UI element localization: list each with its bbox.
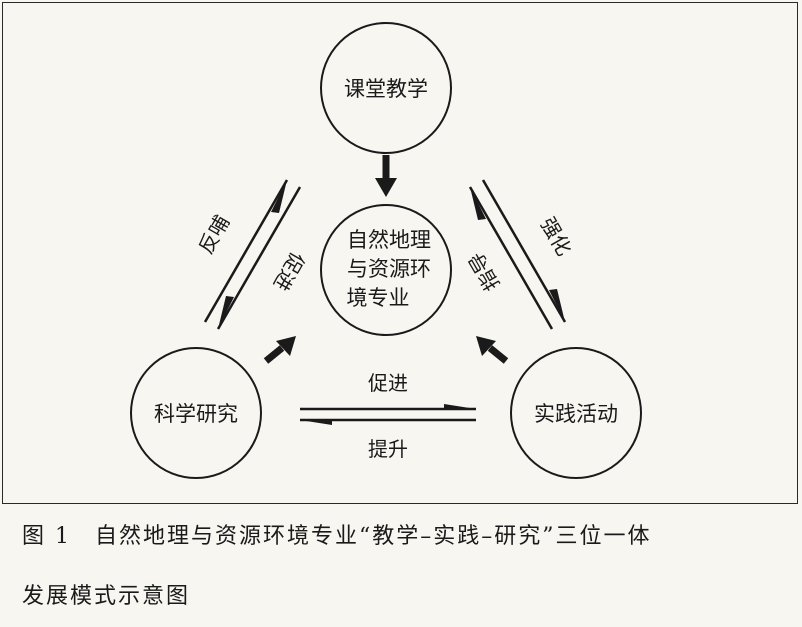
node-center-label-1: 自然地理 <box>347 228 431 252</box>
arrow-top-to-center <box>375 155 397 197</box>
figure-caption-line-2: 发展模式示意图 <box>22 584 191 609</box>
figure-caption-line-1: 图 1 自然地理与资源环境专业“教学–实践–研究”三位一体 <box>22 524 652 549</box>
edge-label-right-inner: 指导 <box>464 248 505 295</box>
edge-label-bottom-top: 促进 <box>368 371 408 395</box>
edge-label-bottom-bottom: 提升 <box>368 437 408 461</box>
node-left-label: 科学研究 <box>154 402 238 426</box>
arrow-right-to-center <box>476 336 509 364</box>
node-right-circle <box>510 347 642 479</box>
node-top-label: 课堂教学 <box>344 77 428 101</box>
edge-label-left-inner: 促进 <box>269 248 310 295</box>
arrow-left-to-center <box>263 336 296 364</box>
node-left-circle <box>130 347 262 479</box>
edge-label-left-outer: 反哺 <box>194 211 235 258</box>
node-top-circle <box>320 22 452 154</box>
node-right-label: 实践活动 <box>534 402 618 426</box>
arrow-pair-right <box>468 179 567 330</box>
figure-frame <box>2 2 798 504</box>
arrow-pair-bottom <box>300 404 476 425</box>
node-center-label-3: 境专业 <box>347 286 410 310</box>
node-center-label-2: 与资源环 <box>347 257 431 281</box>
edge-label-right-outer: 强化 <box>536 213 577 260</box>
arrow-pair-left <box>203 179 302 330</box>
node-center-circle <box>320 204 452 336</box>
